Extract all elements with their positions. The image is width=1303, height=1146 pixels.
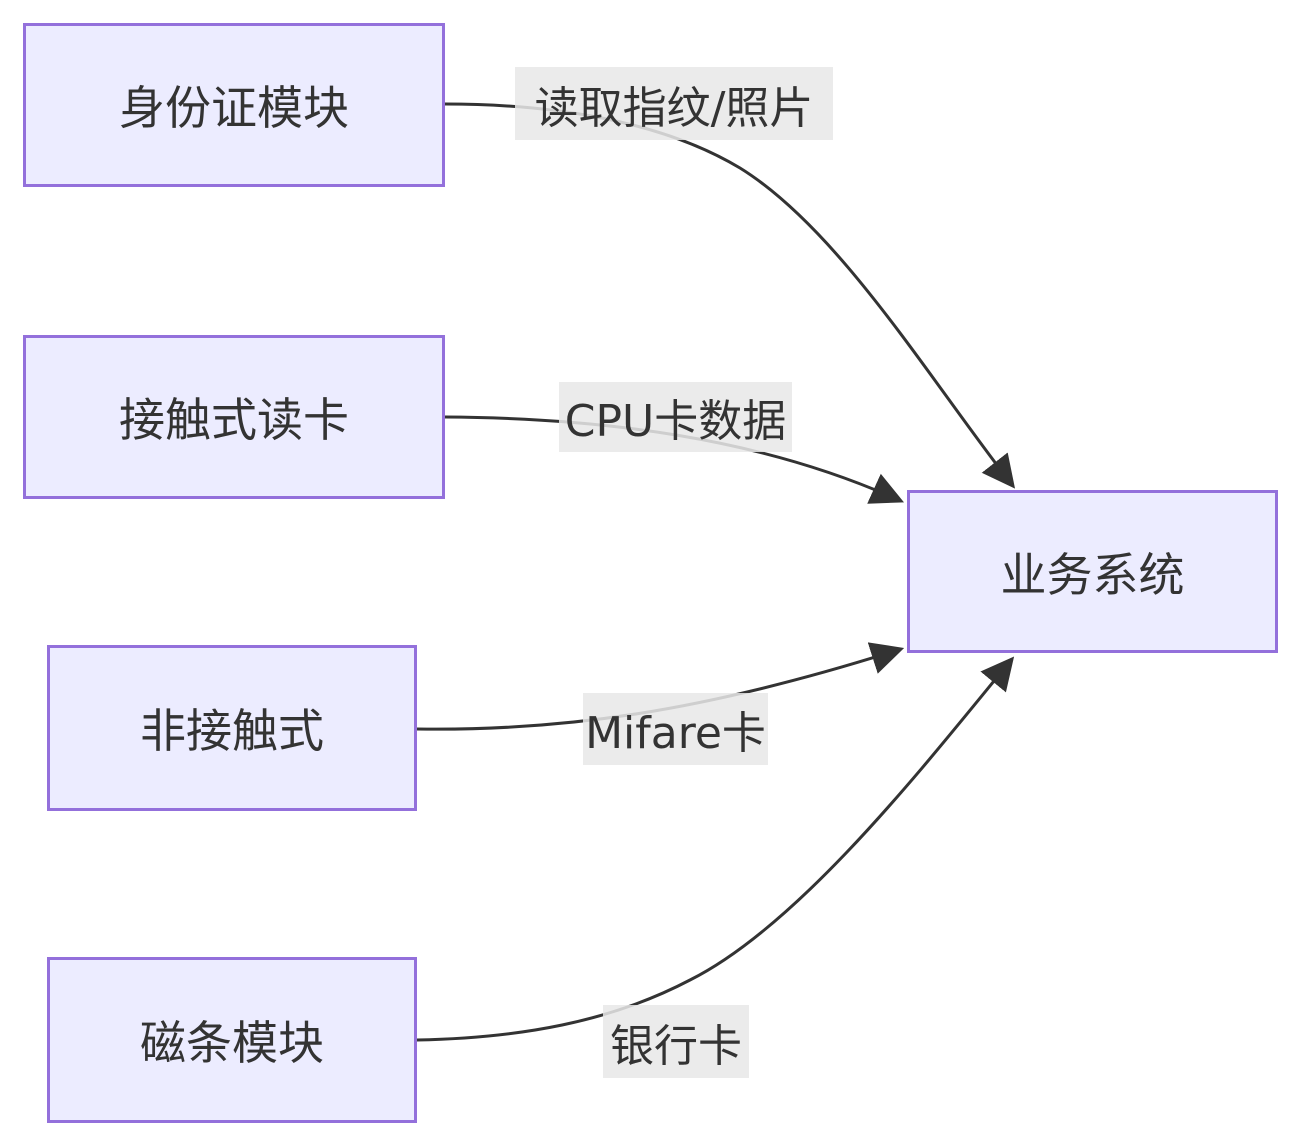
node-magstripe-module: 磁条模块: [47, 957, 417, 1123]
edge-magstripe-to-business: [416, 656, 1015, 1042]
node-business-system: 业务系统: [907, 490, 1278, 653]
edge-label-bank-card: 银行卡: [603, 1005, 749, 1078]
edge-label-cpu-card-data: CPU卡数据: [559, 382, 792, 452]
node-idcard-module: 身份证模块: [23, 23, 445, 187]
edge-label-read-fingerprint-photo: 读取指纹/照片: [515, 67, 833, 140]
node-contact-card-reader: 接触式读卡: [23, 335, 445, 499]
edge-label-mifare-card: Mifare卡: [583, 693, 768, 765]
node-contactless-module: 非接触式: [47, 645, 417, 811]
